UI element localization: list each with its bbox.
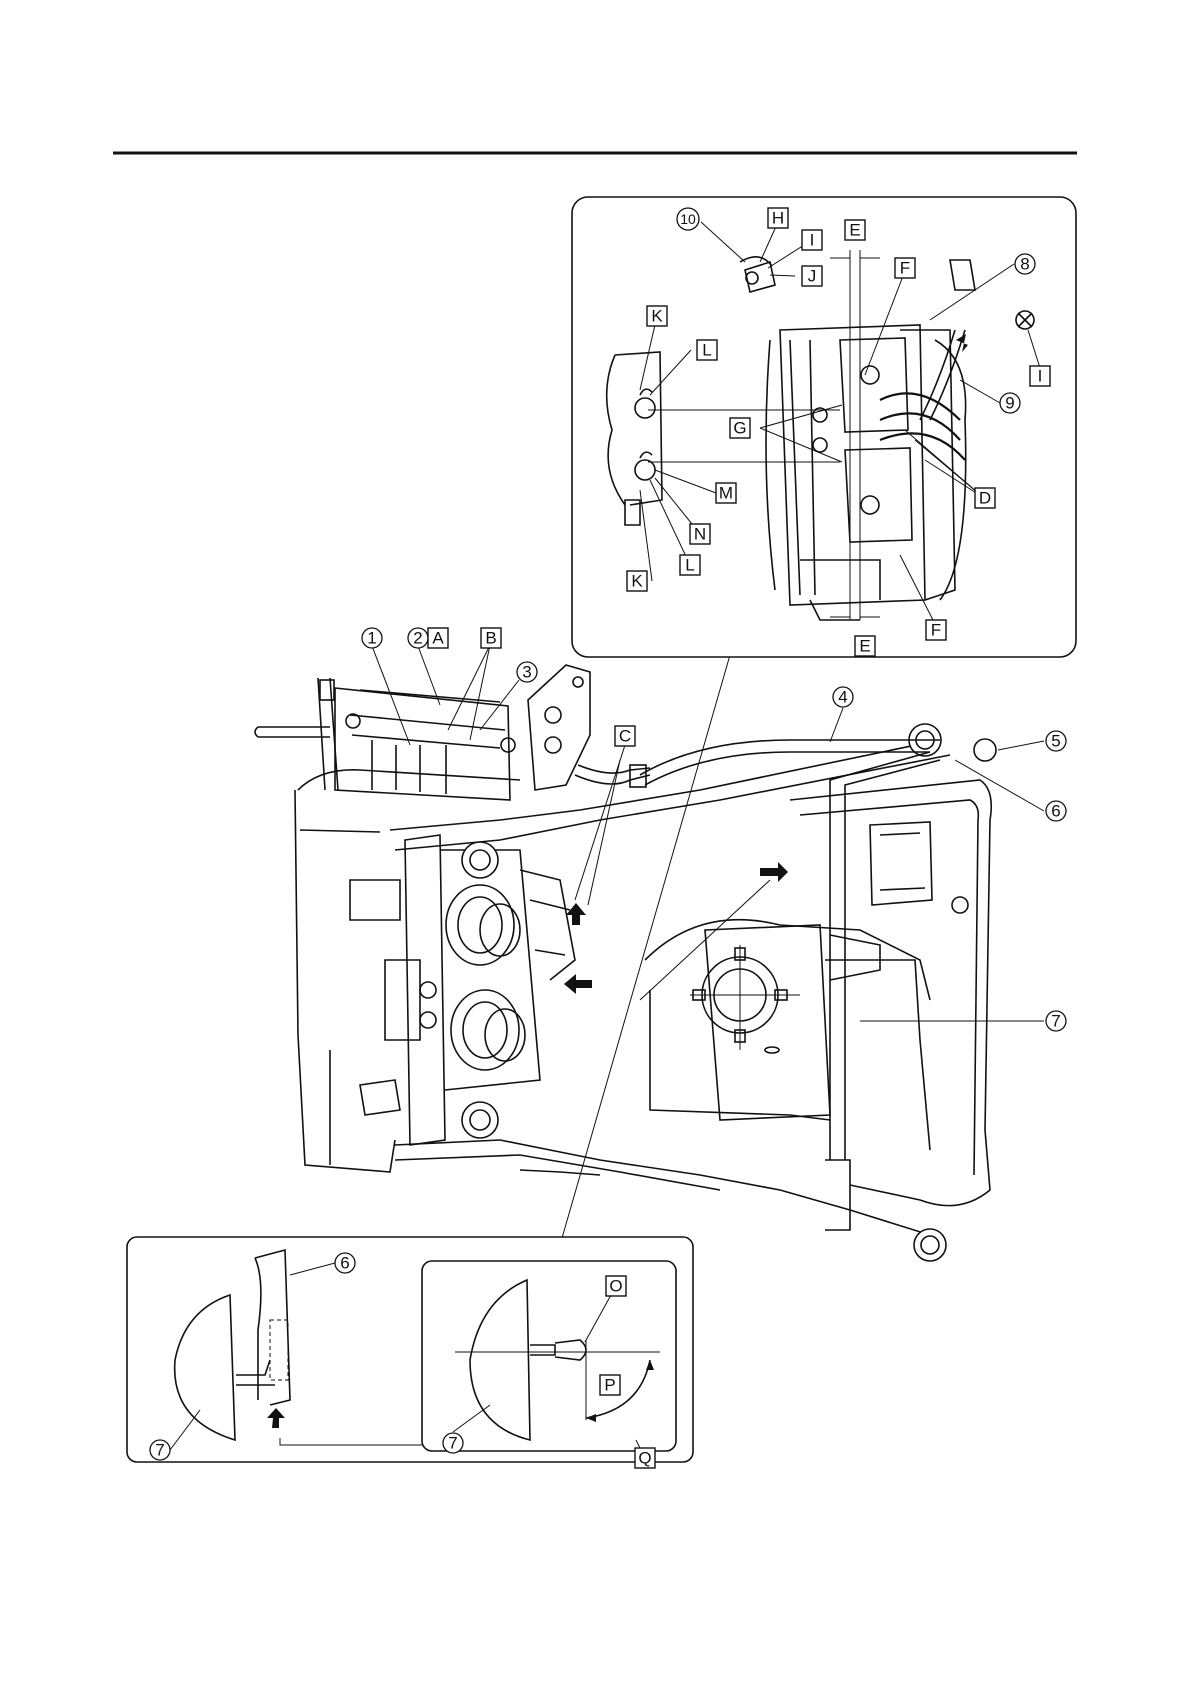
svg-text:2: 2 [413, 629, 422, 648]
svg-text:O: O [609, 1277, 622, 1296]
svg-text:I: I [810, 231, 815, 250]
svg-text:P: P [604, 1376, 615, 1395]
svg-text:A: A [432, 629, 444, 648]
svg-text:8: 8 [1020, 255, 1029, 274]
label-F-top: F [895, 258, 915, 278]
label-G: G [730, 418, 750, 438]
svg-text:K: K [631, 572, 643, 591]
callout-7-inset-right: 7 [443, 1433, 463, 1453]
callout-5: 5 [1046, 731, 1066, 751]
svg-text:Q: Q [638, 1449, 651, 1468]
label-E-top: E [845, 220, 865, 240]
svg-text:10: 10 [680, 211, 696, 227]
label-N: N [690, 524, 710, 544]
mount-nut-lower-left [462, 1102, 498, 1138]
svg-text:F: F [931, 621, 941, 640]
callout-6: 6 [1046, 801, 1066, 821]
svg-text:6: 6 [1051, 802, 1060, 821]
svg-text:H: H [772, 209, 784, 228]
callout-8: 8 [1015, 254, 1035, 274]
callout-3: 3 [517, 662, 537, 682]
svg-text:D: D [979, 489, 991, 508]
bottom-detail-inset [127, 1237, 693, 1462]
callout-4: 4 [833, 687, 853, 707]
svg-text:5: 5 [1051, 732, 1060, 751]
callout-1: 1 [362, 628, 382, 648]
svg-text:L: L [685, 556, 694, 575]
callout-9: 9 [1000, 393, 1020, 413]
label-M: M [716, 483, 736, 503]
label-K-bottom: K [627, 571, 647, 591]
label-I-top: I [802, 230, 822, 250]
label-E-bottom: E [855, 636, 875, 656]
svg-text:M: M [719, 484, 733, 503]
label-H: H [768, 208, 788, 228]
svg-text:7: 7 [155, 1441, 164, 1460]
label-O: O [606, 1276, 626, 1296]
label-J: J [802, 266, 822, 286]
callout-2: 2 [408, 628, 428, 648]
label-F-bottom: F [926, 620, 946, 640]
svg-text:I: I [1038, 367, 1043, 386]
label-A: A [428, 628, 448, 648]
callout-6-inset: 6 [335, 1253, 355, 1273]
label-D: D [975, 488, 995, 508]
callout-7-inset-left: 7 [150, 1440, 170, 1460]
svg-text:F: F [900, 259, 910, 278]
svg-text:G: G [733, 419, 746, 438]
svg-text:7: 7 [1051, 1012, 1060, 1031]
svg-text:B: B [485, 629, 496, 648]
svg-text:6: 6 [340, 1254, 349, 1273]
callout-10: 10 [677, 208, 699, 230]
svg-text:E: E [859, 637, 870, 656]
svg-text:C: C [619, 727, 631, 746]
label-K-top: K [647, 306, 667, 326]
svg-text:K: K [651, 307, 663, 326]
direction-arrow [566, 903, 586, 925]
svg-text:L: L [702, 341, 711, 360]
svg-text:E: E [849, 221, 860, 240]
svg-text:1: 1 [367, 629, 376, 648]
mount-nut-upper-left [462, 842, 498, 878]
label-C: C [615, 726, 635, 746]
label-L-bottom: L [680, 555, 700, 575]
svg-text:N: N [694, 525, 706, 544]
label-Q: Q [635, 1448, 655, 1468]
label-I-right: I [1030, 366, 1050, 386]
direction-arrow [760, 862, 788, 882]
label-P: P [600, 1375, 620, 1395]
label-B: B [481, 628, 501, 648]
svg-text:J: J [808, 267, 817, 286]
mount-nut-lower-right [914, 1229, 946, 1261]
svg-text:3: 3 [522, 663, 531, 682]
label-L-top: L [697, 340, 717, 360]
svg-text:7: 7 [448, 1434, 457, 1453]
direction-arrow [564, 974, 592, 994]
callout-7: 7 [1046, 1011, 1066, 1031]
svg-text:9: 9 [1005, 394, 1014, 413]
svg-text:4: 4 [838, 688, 847, 707]
